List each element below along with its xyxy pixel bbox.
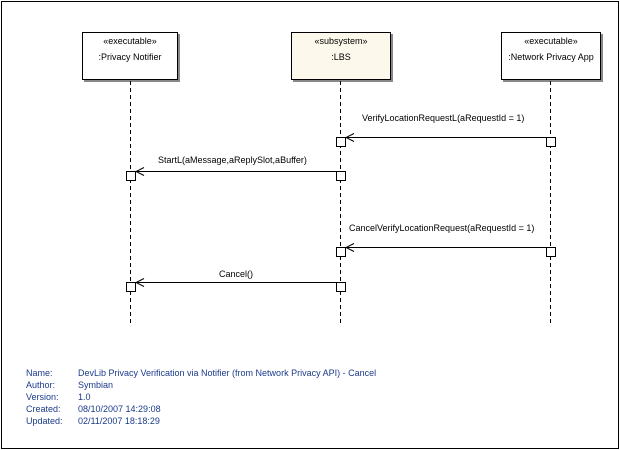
lifeline-name: :LBS xyxy=(331,52,351,62)
activation-box xyxy=(336,137,346,147)
details-value: 08/10/2007 14:29:08 xyxy=(78,404,161,414)
details-value: Symbian xyxy=(78,380,114,390)
details-author-row: Author: Symbian xyxy=(26,379,376,391)
details-key: Version: xyxy=(26,392,59,402)
lifeline-network-privacy-app[interactable]: «executable» :Network Privacy App xyxy=(501,32,601,80)
details-name-row: Name: DevLib Privacy Verification via Not… xyxy=(26,367,376,379)
diagram-details: Name: DevLib Privacy Verification via Not… xyxy=(26,367,376,427)
details-key: Updated: xyxy=(26,416,63,426)
activation-box xyxy=(546,137,556,147)
details-key: Created: xyxy=(26,404,61,414)
lifeline-stereotype: «executable» xyxy=(524,36,578,46)
activation-box xyxy=(336,171,346,181)
activation-box xyxy=(546,247,556,257)
lifeline-stereotype: «executable» xyxy=(103,36,157,46)
details-key: Author: xyxy=(26,380,56,390)
activation-box xyxy=(126,282,136,292)
activation-box xyxy=(336,247,346,257)
message-label-cancel: Cancel() xyxy=(219,269,254,279)
activation-box xyxy=(126,171,136,181)
message-label-start: StartL(aMessage,aReplySlot,aBuffer) xyxy=(158,155,307,165)
lifeline-stereotype: «subsystem» xyxy=(314,36,368,46)
message-label-verify-location-request: VerifyLocationRequestL(aRequestId = 1) xyxy=(362,113,525,123)
lifeline-privacy-notifier[interactable]: «executable» :Privacy Notifier xyxy=(82,32,178,80)
message-label-cancel-verify-location-request: CancelVerifyLocationRequest(aRequestId =… xyxy=(349,223,535,233)
lifeline-name: :Privacy Notifier xyxy=(98,52,162,62)
lifeline-name: :Network Privacy App xyxy=(508,52,594,62)
details-value: DevLib Privacy Verification via Notifier… xyxy=(78,368,377,378)
details-version-row: Version: 1.0 xyxy=(26,391,376,403)
details-value: 1.0 xyxy=(78,392,91,402)
details-updated-row: Updated: 02/11/2007 18:18:29 xyxy=(26,415,376,427)
details-key: Name: xyxy=(26,368,53,378)
activation-box xyxy=(336,282,346,292)
details-created-row: Created: 08/10/2007 14:29:08 xyxy=(26,403,376,415)
lifeline-lbs[interactable]: «subsystem» :LBS xyxy=(291,32,391,80)
details-value: 02/11/2007 18:18:29 xyxy=(78,416,160,426)
